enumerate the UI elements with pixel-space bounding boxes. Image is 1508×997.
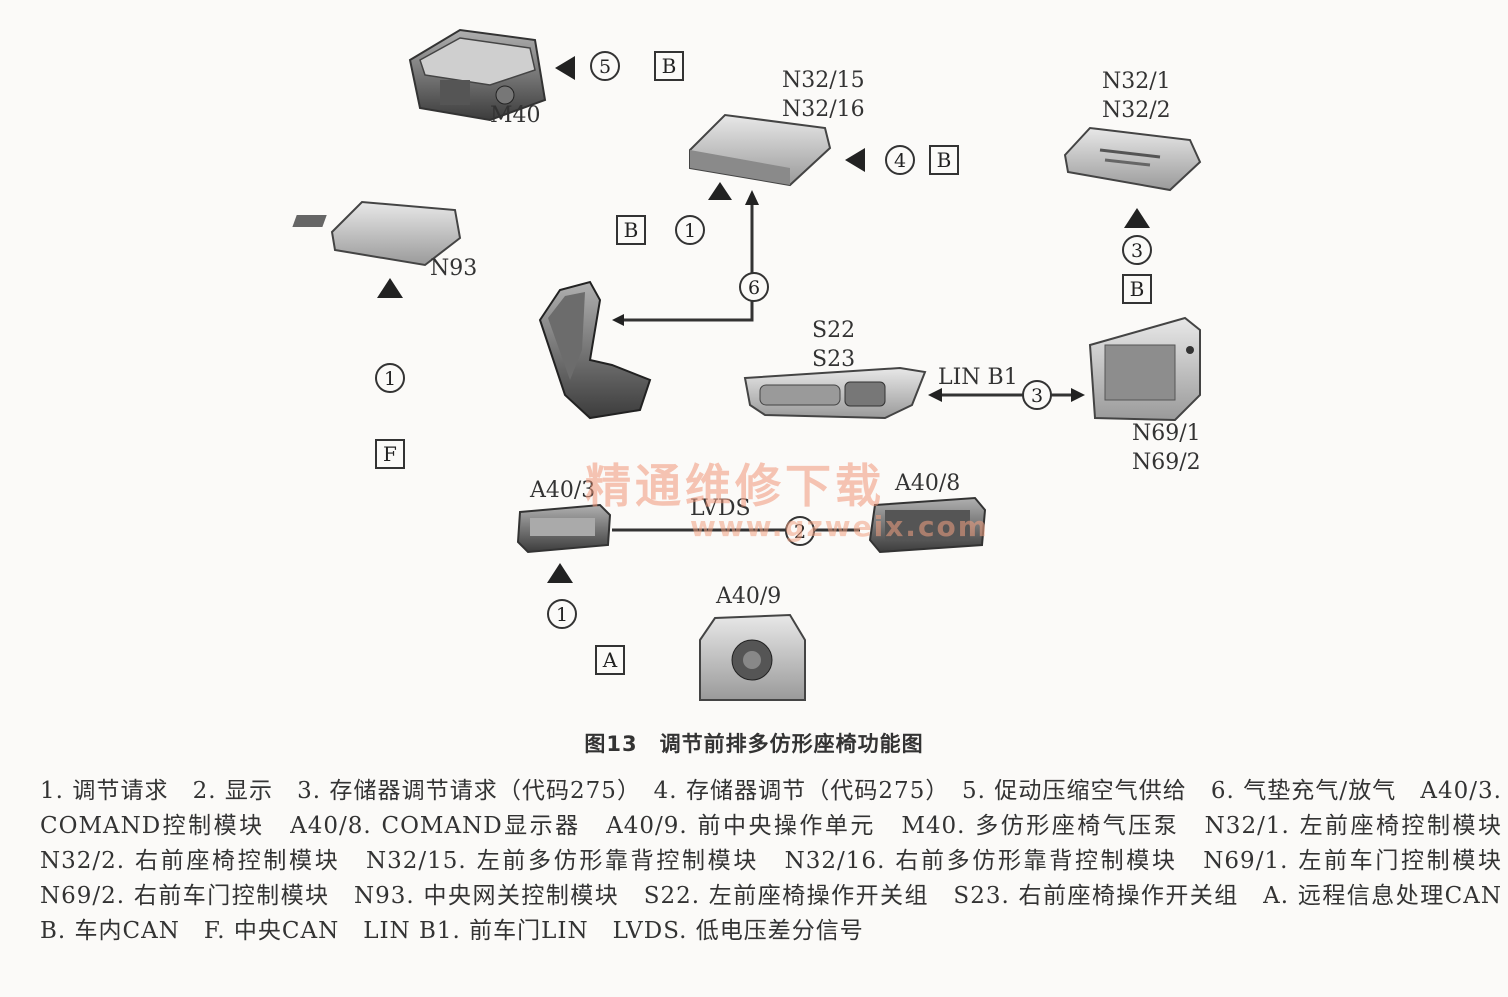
m40-pump-image [408,28,547,122]
signal-circle-1-n93: 1 [675,215,705,245]
figure-legend: 1. 调节请求 2. 显示 3. 存储器调节请求（代码275） 4. 存储器调节… [40,778,1508,944]
bus-box-a: A [595,645,625,675]
signal-circle-4: 4 [885,145,915,175]
svg-text:6: 6 [748,277,760,299]
bus-b-n93-to-n32-15 [478,182,732,233]
svg-text:1: 1 [684,220,696,242]
seat-image [538,280,652,420]
label-n32-1: N32/1 [1102,69,1171,94]
label-n69-1: N69/1 [1132,421,1201,446]
lin-b1-s22-to-n69 [928,388,1085,402]
label-a40-8: A40/8 [894,471,960,496]
svg-text:B: B [1130,277,1145,301]
n32-15-module-image [689,113,832,187]
svg-text:A: A [602,648,618,672]
a40-8-display-image [868,496,987,554]
signal-circle-2: 2 [785,516,815,546]
signal-circle-5: 5 [590,51,620,81]
svg-text:1: 1 [556,604,568,626]
label-n69-2: N69/2 [1132,450,1201,475]
svg-text:B: B [662,54,677,78]
n93-module-image [292,200,462,267]
bus-box-b-top: B [654,51,684,81]
label-s23: S23 [812,347,855,372]
label-lin-b1: LIN B1 [938,365,1018,390]
signal-circle-1-a: 1 [547,599,577,629]
label-n32-16: N32/16 [782,97,865,122]
watermark-url: www.gzweix.com [690,510,989,543]
bus-b-n32-15-to-m40 [555,56,755,100]
signal-circle-6: 6 [739,272,769,302]
svg-text:2: 2 [794,521,806,543]
svg-text:F: F [383,442,397,466]
bus-f-a40-3-to-n93 [377,278,500,533]
s22-s23-switch-image [743,366,927,420]
label-n32-2: N32/2 [1102,98,1171,123]
label-n32-15: N32/15 [782,68,865,93]
signal-circle-3-n69: 3 [1122,235,1152,265]
figure-caption: 图13 调节前排多仿形座椅功能图 [584,732,924,756]
svg-text:B: B [624,218,639,242]
svg-text:3: 3 [1031,385,1043,407]
a40-9-unit-image [699,613,806,701]
watermark-text: 精通维修下载 [585,459,885,513]
signal-6-to-seat [612,190,759,326]
signal-circle-3-lin: 3 [1022,380,1052,410]
bus-box-b-right: B [929,145,959,175]
label-a40-9: A40/9 [715,584,781,609]
label-m40: M40 [490,103,541,128]
n69-door-module-image [1088,316,1201,422]
bus-box-f: F [375,439,405,469]
label-n93: N93 [430,256,477,281]
svg-text:3: 3 [1131,240,1143,262]
signal-circle-1-f: 1 [375,363,405,393]
svg-text:4: 4 [894,150,906,172]
svg-text:B: B [937,148,952,172]
svg-text:5: 5 [599,56,611,78]
label-s22: S22 [812,318,855,343]
bus-box-b-n69: B [1122,274,1152,304]
label-lvds: LVDS [690,496,751,521]
bus-box-b-n93: B [616,215,646,245]
a40-3-module-image [516,503,612,554]
n32-1-module-image [1063,126,1202,192]
label-a40-3: A40/3 [529,478,595,503]
svg-text:1: 1 [384,368,396,390]
